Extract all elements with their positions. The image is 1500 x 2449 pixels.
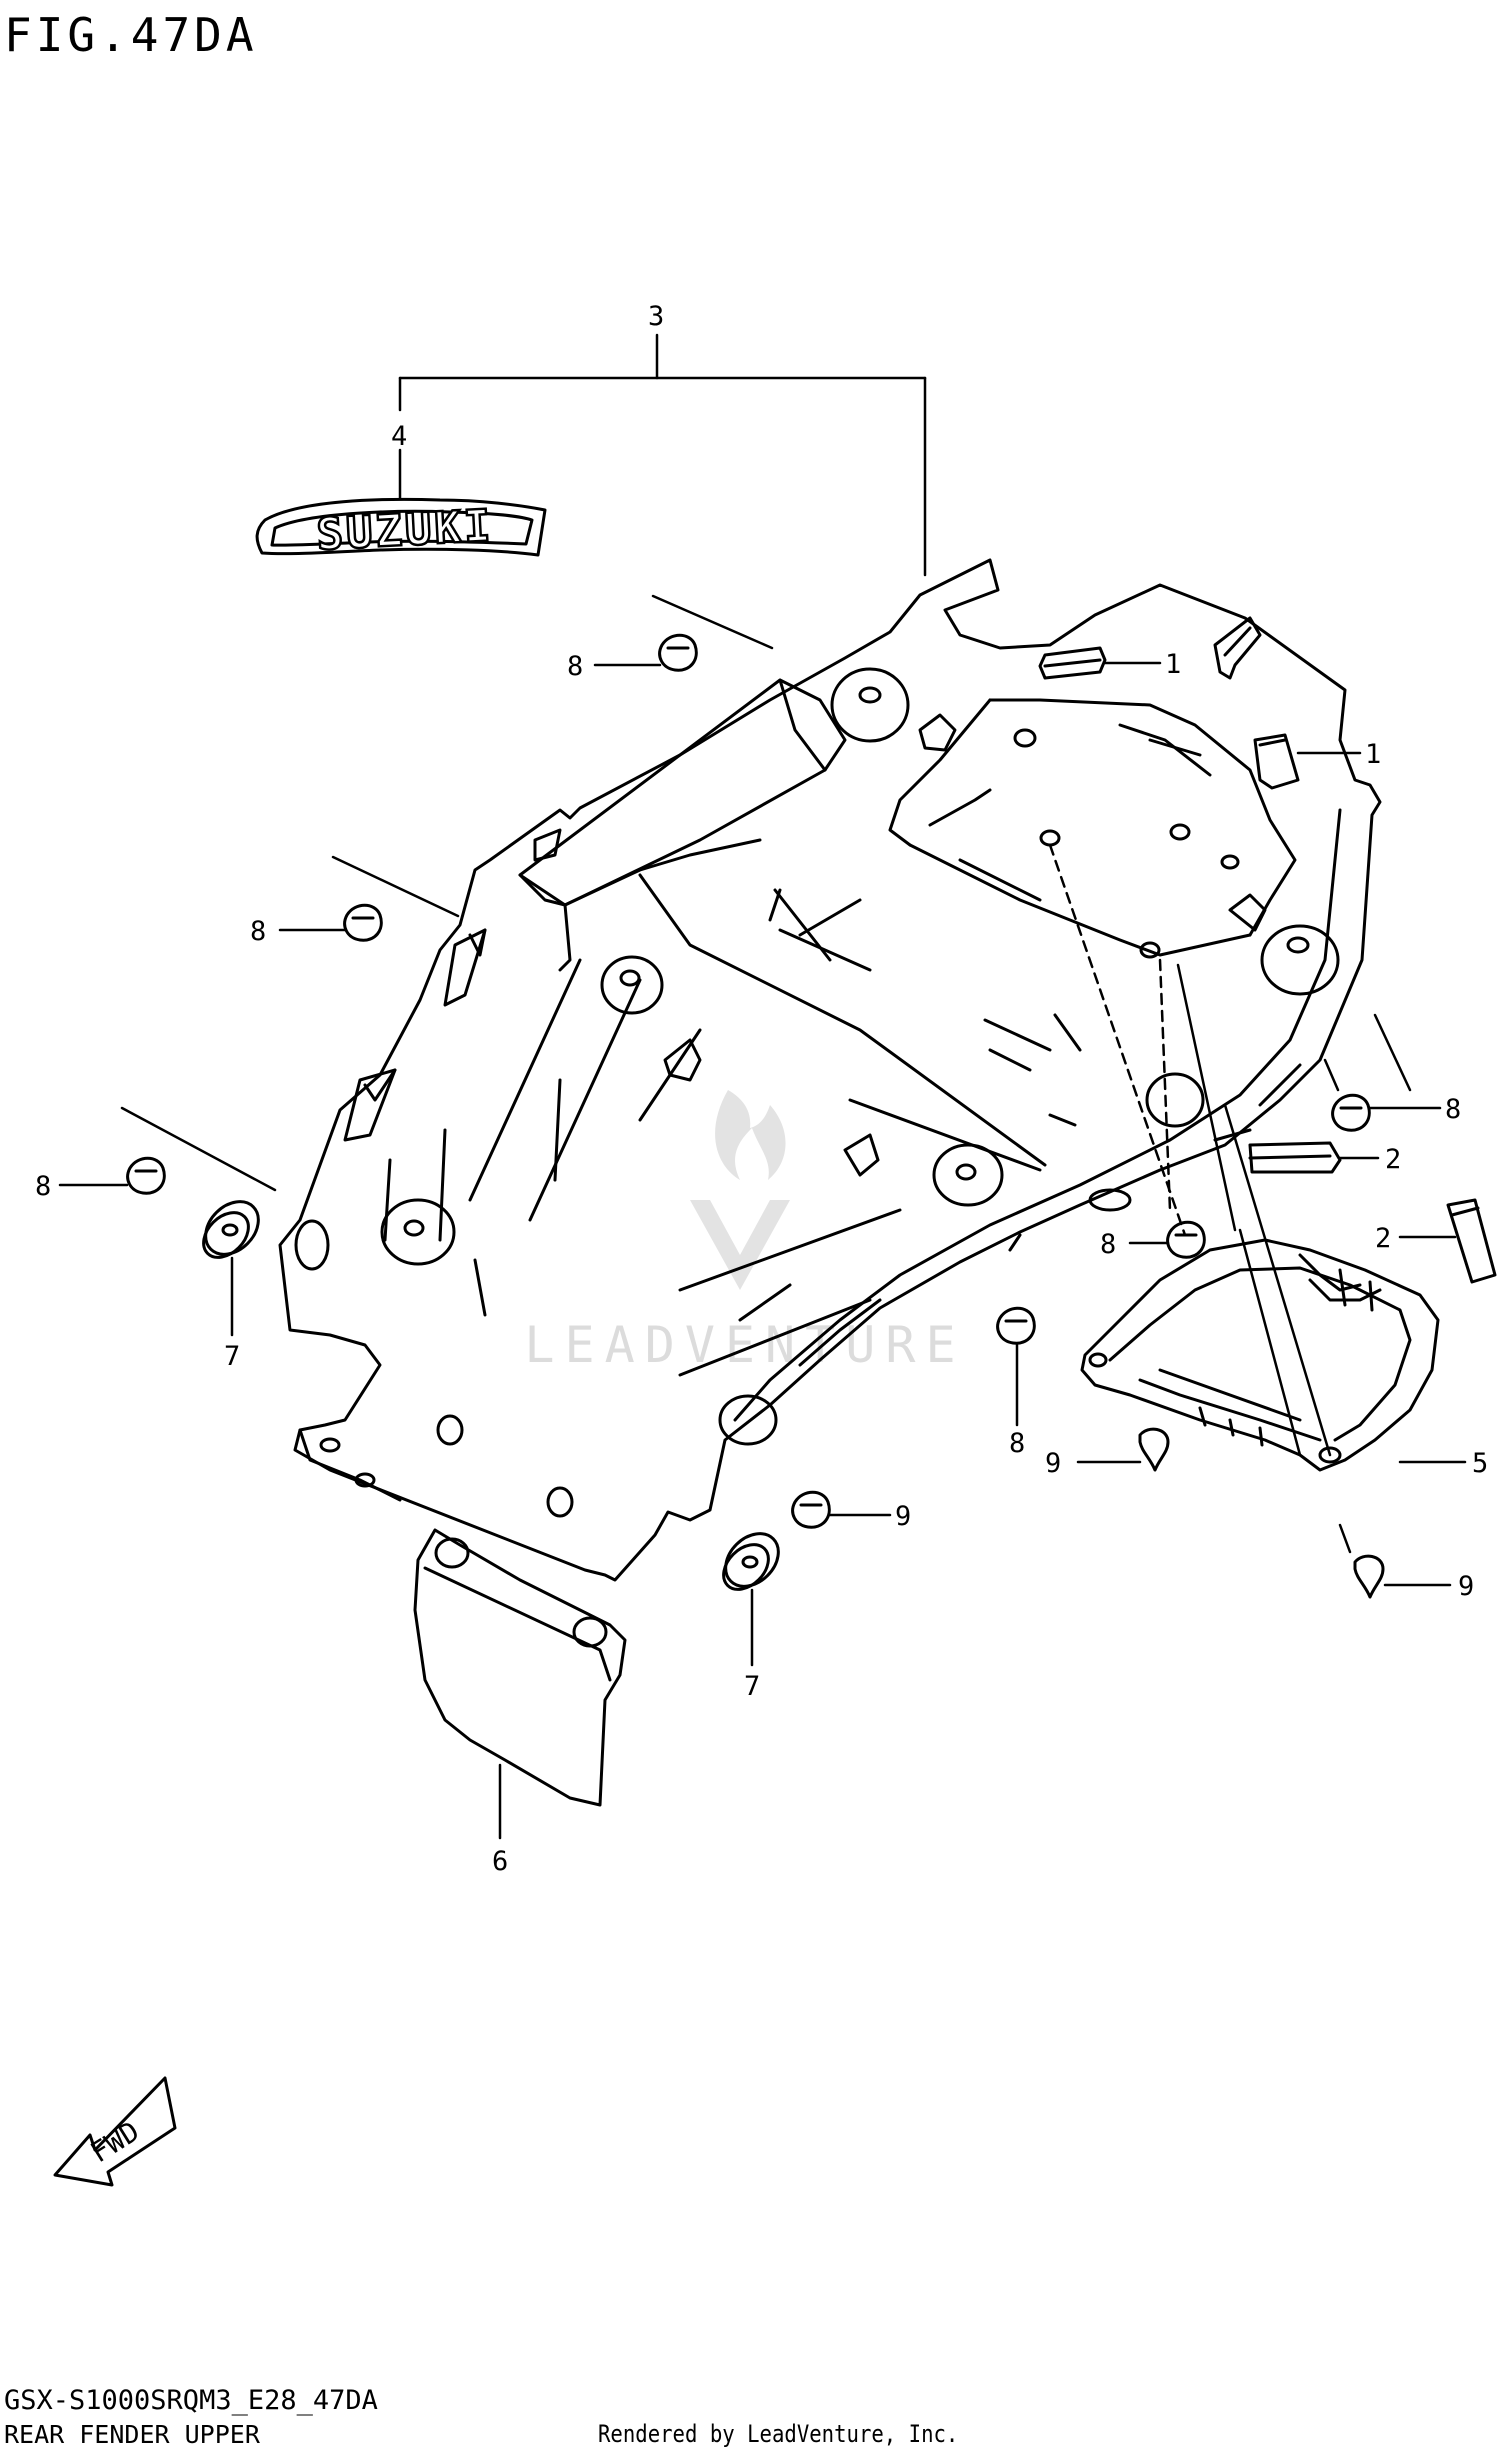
section-name: REAR FENDER UPPER (4, 2420, 260, 2449)
fwd-arrow-icon (53, 2076, 177, 2187)
callout-2b: 2 (1375, 1223, 1391, 1254)
part-8-clip-g (791, 1490, 831, 1529)
callout-7b: 7 (744, 1671, 760, 1702)
part-9-screw-b (1353, 1554, 1385, 1599)
part-6-cover (413, 1528, 627, 1807)
watermark-text: LEADVENTURE (524, 1316, 965, 1374)
decal-text: SUZUKI (315, 500, 494, 560)
watermark: LEADVENTURE (524, 1090, 965, 1374)
part-5-bracket (1080, 1238, 1440, 1472)
callout-1b: 1 (1365, 739, 1381, 770)
rear-deck (988, 698, 1297, 937)
part-8-clip-d (1331, 1093, 1371, 1132)
fender-left-wall (518, 678, 847, 907)
page-title: FIG.47DA (4, 8, 258, 62)
part-7-grommet-a (202, 1200, 260, 1259)
part-2-label-a (1248, 1141, 1342, 1174)
part-1-label-b (1253, 733, 1300, 790)
callout-1a: 1 (1165, 649, 1181, 680)
part-8-clip-b (343, 903, 383, 942)
leader-lines (58, 333, 1467, 1840)
model-code: GSX-S1000SRQM3_E28_47DA (4, 2385, 378, 2416)
callout-4: 4 (391, 421, 407, 452)
callout-8a: 8 (567, 651, 583, 682)
part-8-clip-a (658, 633, 698, 672)
callout-9a: 9 (1045, 1448, 1061, 1479)
part-7-grommet-b (722, 1532, 780, 1591)
part-4-decal (255, 497, 547, 557)
callout-2a: 2 (1385, 1144, 1401, 1175)
callout-8g: 9 (895, 1501, 911, 1532)
part-9-screw-a (1138, 1427, 1170, 1472)
callout-8f: 8 (1009, 1428, 1025, 1459)
render-credit: Rendered by LeadVenture, Inc. (598, 2420, 959, 2448)
part-1-label-a (1038, 646, 1107, 680)
callout-7a: 7 (224, 1341, 240, 1372)
callout-6: 6 (492, 1846, 508, 1877)
callout-8e: 8 (1100, 1229, 1116, 1260)
callout-3: 3 (648, 301, 664, 332)
rear-fender-body (278, 558, 1382, 1582)
part-8-clip-c (126, 1156, 166, 1195)
part-8-clip-f (996, 1306, 1036, 1345)
callout-8c: 8 (35, 1171, 51, 1202)
callout-numbers: 1 1 2 2 3 4 5 6 7 7 8 8 8 8 8 8 9 9 9 (35, 301, 1488, 1877)
callout-5: 5 (1472, 1448, 1488, 1479)
callout-9b: 9 (1458, 1571, 1474, 1602)
part-8-clip-e (1166, 1220, 1206, 1259)
callout-8d: 8 (1445, 1094, 1461, 1125)
part-2-label-b (1446, 1198, 1497, 1284)
callout-8b: 8 (250, 916, 266, 947)
direction-label: FWD (85, 2115, 145, 2170)
fender-mount-holes (294, 667, 1340, 1446)
